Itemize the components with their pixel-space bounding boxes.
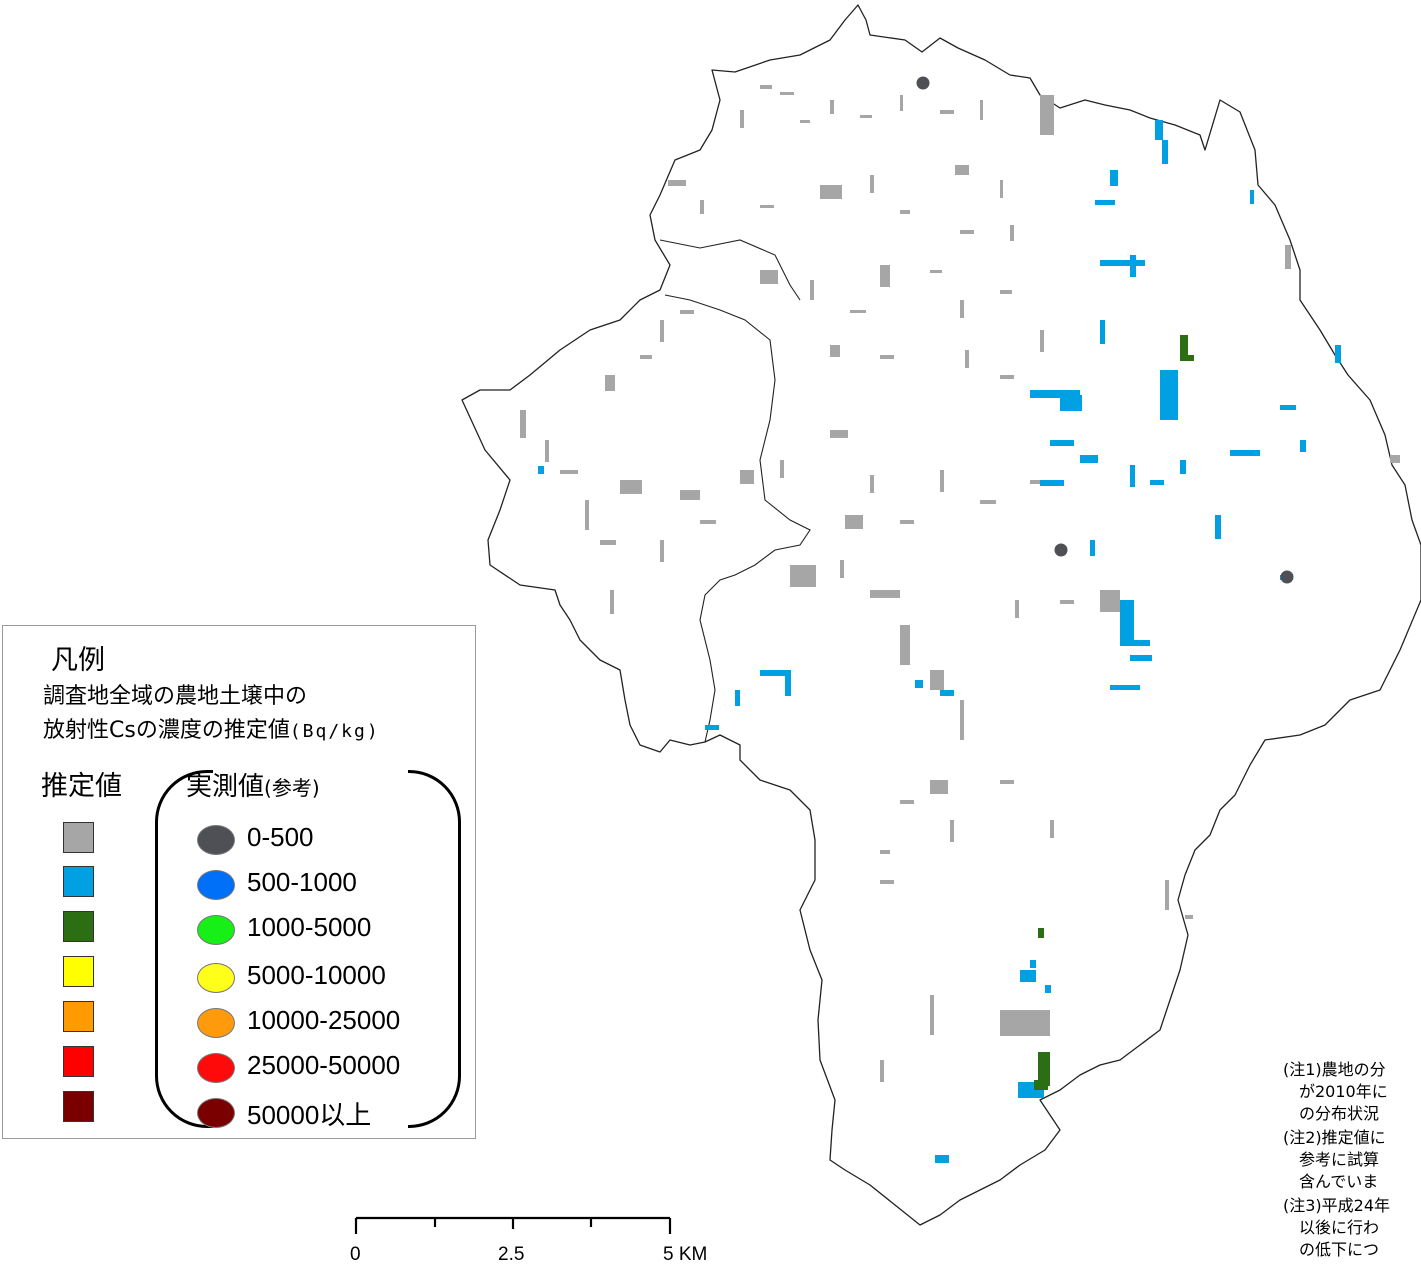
measured-point [1280, 570, 1294, 584]
legend: 凡例 調査地全域の農地土壌中の 放射性Csの濃度の推定値(Bq/kg) 推定値 … [2, 625, 476, 1139]
measured-swatch [197, 870, 235, 900]
legend-subtitle-line1: 調査地全域の農地土壌中の [43, 684, 308, 709]
note-line: (注1)農地の分 [1283, 1060, 1386, 1079]
scale-label-end: 5 KM [663, 1244, 708, 1265]
measured-swatch [197, 915, 235, 945]
farmland-1000-5000 [1034, 335, 1194, 1090]
district-boundary [461, 4, 1421, 1226]
measured-swatch [197, 963, 235, 993]
range-label: 1000-5000 [247, 912, 372, 942]
measured-header-text: 実測値 [186, 772, 265, 802]
legend-subtitle-line2: 放射性Csの濃度の推定値(Bq/kg) [43, 712, 380, 744]
range-label: 5000-10000 [247, 960, 386, 990]
estimated-swatch [63, 956, 94, 987]
measured-point [916, 76, 930, 90]
estimated-swatch [63, 1046, 94, 1077]
note-line: 以後に行わ [1283, 1218, 1380, 1237]
measured-header: 実測値(参考) [186, 766, 320, 803]
scale-label-0: 0 [350, 1244, 361, 1265]
measured-point [1054, 543, 1068, 557]
scale-bar [354, 1216, 672, 1234]
farmland-0-500 [520, 85, 1400, 1082]
measured-swatch [197, 1053, 235, 1083]
note-line: の低下につ [1283, 1240, 1380, 1259]
note-line: の分布状況 [1283, 1104, 1380, 1123]
estimated-swatch [63, 911, 94, 942]
estimated-header: 推定値 [41, 771, 122, 802]
legend-title: 凡例 [51, 645, 105, 676]
estimated-swatch [63, 1001, 94, 1032]
scale-label-mid: 2.5 [498, 1244, 525, 1265]
range-label: 0-500 [247, 822, 314, 852]
note-line: が2010年に [1283, 1082, 1388, 1101]
note-line: 含んでいま [1283, 1172, 1379, 1191]
range-label: 10000-25000 [247, 1005, 401, 1035]
estimated-swatch [63, 866, 94, 897]
measured-swatch [197, 1098, 235, 1128]
inner-boundary [664, 294, 811, 743]
estimated-swatch [63, 822, 94, 853]
note-line: 参考に試算 [1283, 1150, 1380, 1169]
measured-header-paren: (参考) [264, 776, 320, 800]
legend-subtitle-text: 放射性Csの濃度の推定値 [43, 718, 290, 743]
estimated-swatch [63, 1091, 94, 1122]
range-label: 25000-50000 [247, 1050, 401, 1080]
range-label: 500-1000 [247, 867, 357, 897]
note-line: (注2)推定値に [1283, 1128, 1386, 1147]
note-line: (注3)平成24年 [1283, 1196, 1391, 1215]
measured-points [916, 76, 1294, 584]
farmland-500-1000 [538, 120, 1341, 1163]
inner-boundary [659, 239, 801, 301]
measured-swatch [197, 825, 235, 855]
legend-unit: (Bq/kg) [289, 721, 380, 742]
measured-swatch [197, 1008, 235, 1038]
range-label: 50000以上 [247, 1100, 372, 1130]
